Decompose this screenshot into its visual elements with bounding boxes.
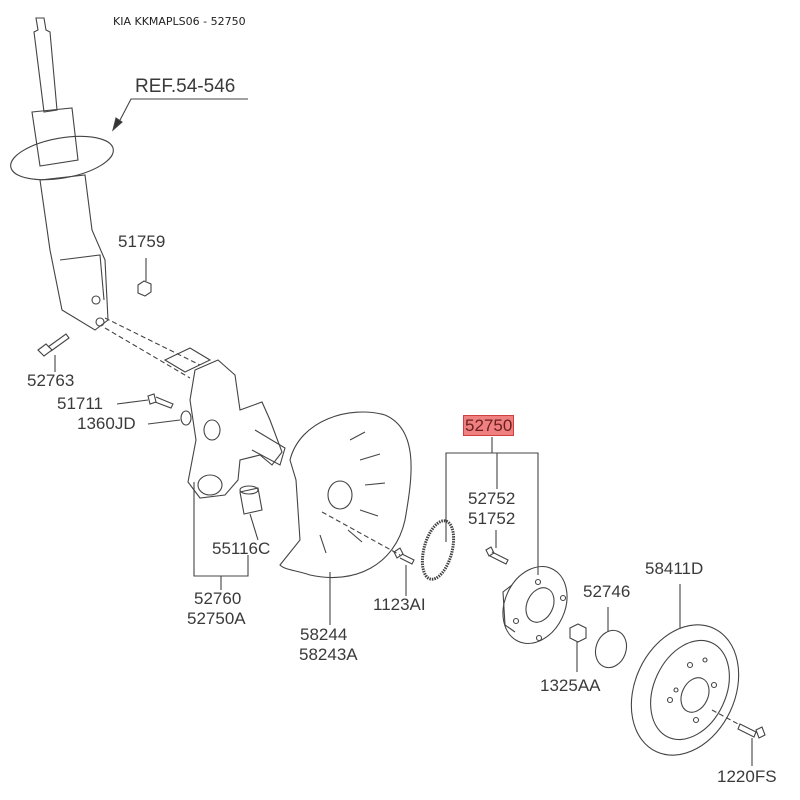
wheel-hub-drawing bbox=[502, 566, 568, 644]
screw-1220fs-drawing bbox=[737, 723, 766, 739]
part-label-51759[interactable]: 51759 bbox=[118, 232, 166, 251]
part-label-52750-highlighted[interactable]: 52750 bbox=[463, 415, 515, 436]
part-label-58411d[interactable]: 58411D bbox=[645, 559, 704, 578]
hub-nut-drawing bbox=[569, 623, 587, 643]
nut-51759-drawing bbox=[137, 280, 152, 297]
grease-cap-drawing bbox=[594, 629, 628, 669]
part-label-52750a[interactable]: 52750A bbox=[187, 609, 246, 628]
part-label-52760[interactable]: 52760 bbox=[194, 589, 242, 608]
part-label-55116c[interactable]: 55116C bbox=[212, 539, 271, 558]
part-label-58243a[interactable]: 58243A bbox=[299, 645, 358, 664]
hub-bolt-drawing bbox=[485, 546, 509, 565]
knuckle-drawing bbox=[187, 359, 286, 499]
part-label-52752[interactable]: 52752 bbox=[468, 489, 516, 508]
bolt-51711-drawing bbox=[147, 393, 174, 409]
part-label-52763[interactable]: 52763 bbox=[27, 371, 75, 390]
dust-shield-drawing bbox=[279, 411, 412, 579]
part-label-1123ai[interactable]: 1123AI bbox=[373, 595, 426, 614]
tone-ring-drawing bbox=[420, 519, 456, 581]
reference-label[interactable]: REF.54-546 bbox=[135, 76, 236, 97]
part-label-1220fs[interactable]: 1220FS bbox=[717, 767, 777, 786]
part-label-58244[interactable]: 58244 bbox=[300, 625, 348, 644]
part-label-51752[interactable]: 51752 bbox=[468, 509, 516, 528]
diagram-title: KIA KKMAPLS06 - 52750 bbox=[113, 15, 246, 28]
bolt-52763-drawing bbox=[37, 333, 70, 357]
brake-disc-drawing bbox=[630, 624, 740, 756]
ref-leader bbox=[117, 98, 248, 125]
bolt-1123ai-drawing bbox=[393, 547, 415, 565]
strut-assembly-drawing bbox=[10, 17, 114, 331]
part-label-1325aa[interactable]: 1325AA bbox=[540, 676, 601, 695]
part-label-52746[interactable]: 52746 bbox=[583, 582, 631, 601]
bushing-drawing bbox=[239, 487, 263, 515]
ref-arrow-icon bbox=[112, 117, 123, 132]
part-label-1360jd[interactable]: 1360JD bbox=[77, 414, 136, 433]
part-label-51711[interactable]: 51711 bbox=[57, 394, 104, 413]
